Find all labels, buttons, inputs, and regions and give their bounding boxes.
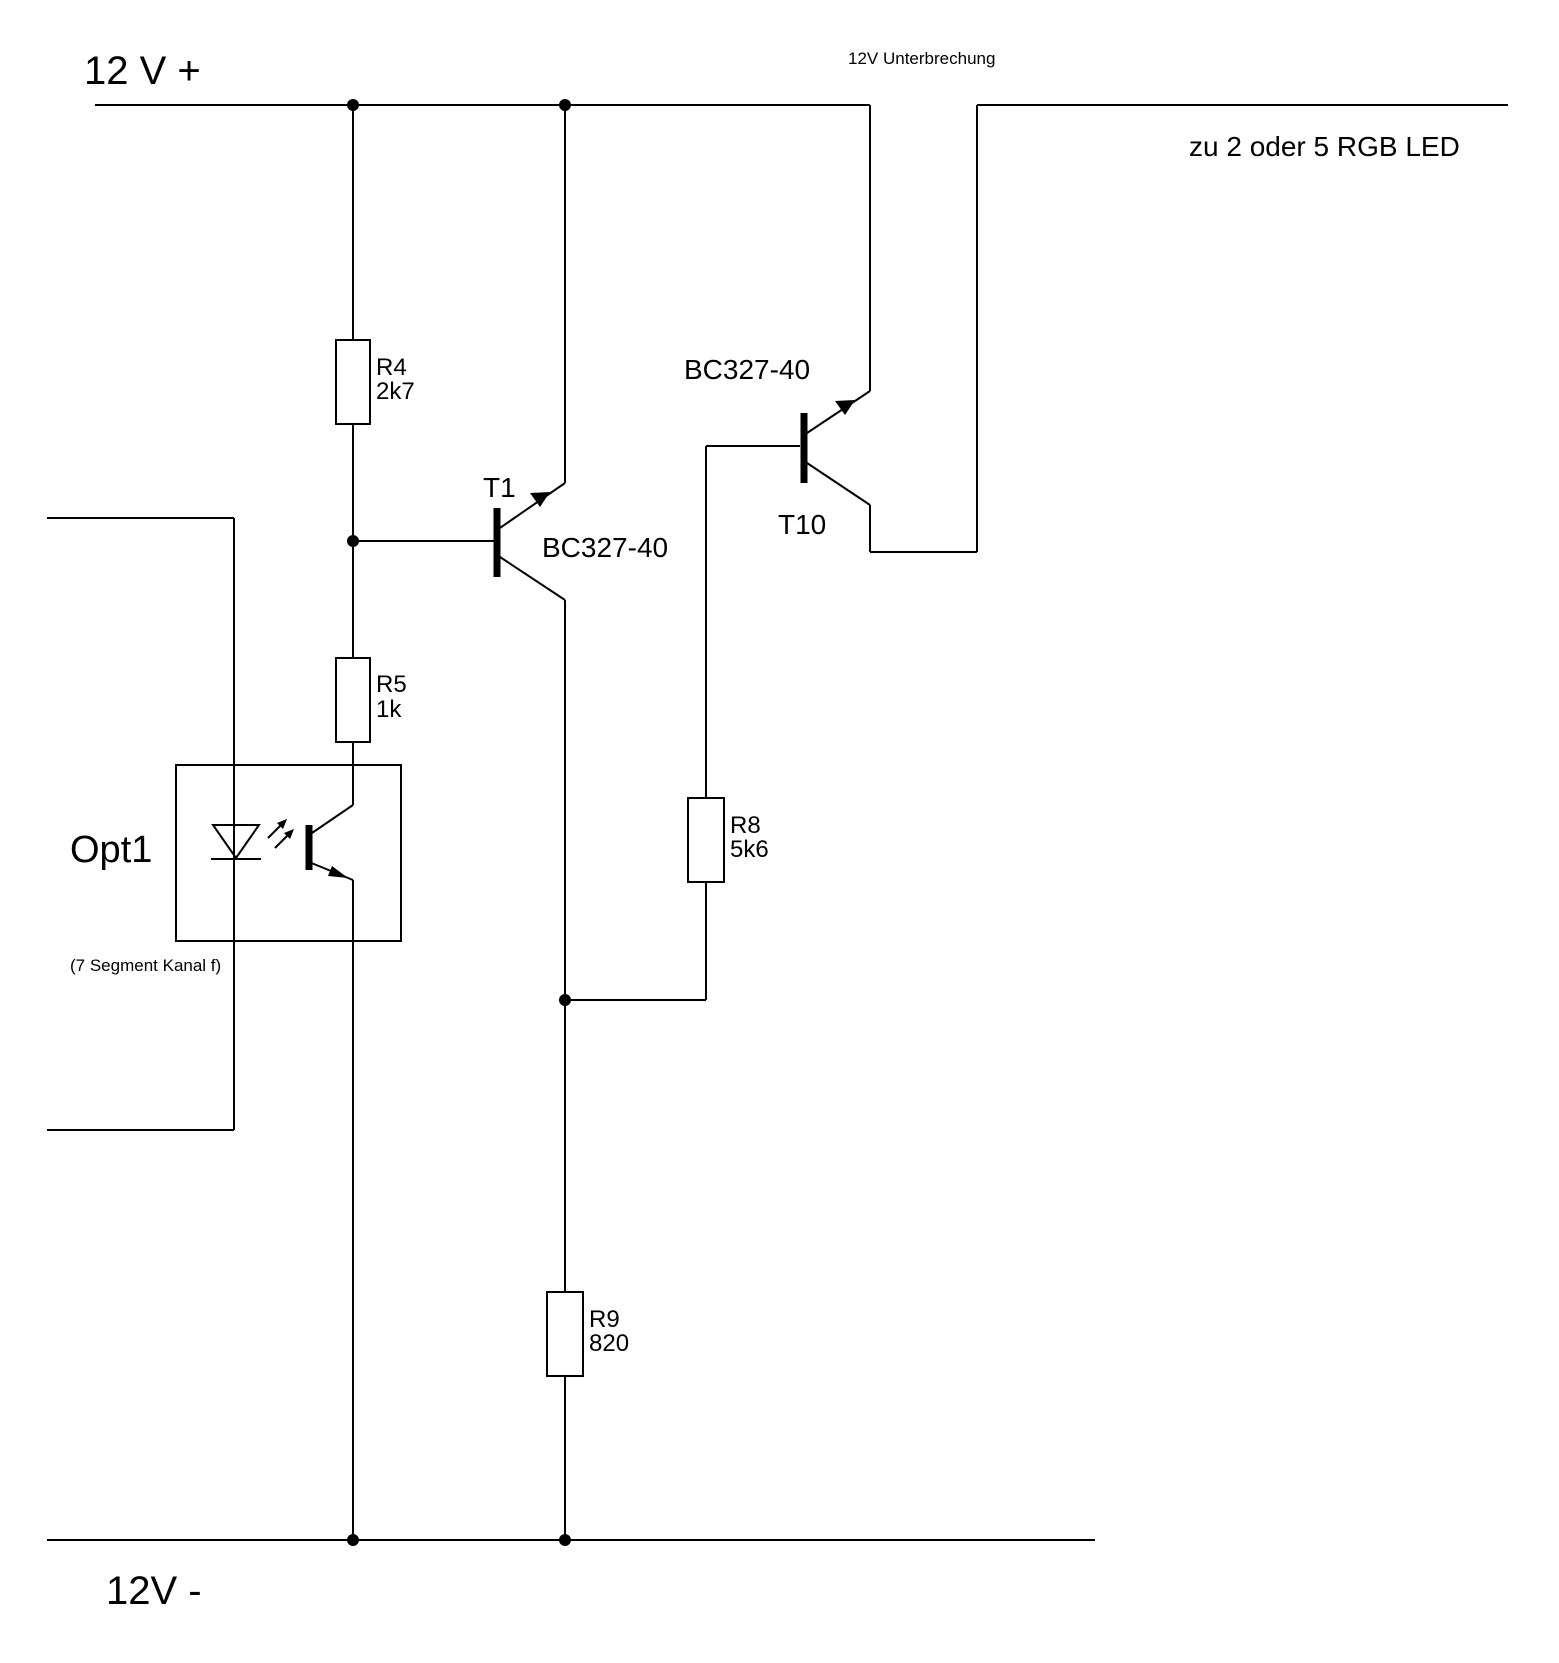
transistor-t10: BC327-40 T10	[684, 354, 871, 540]
t1-type: BC327-40	[542, 532, 668, 563]
positive-rail-label: 12 V +	[84, 49, 201, 93]
t1-name: T1	[483, 472, 516, 503]
led-icon	[211, 819, 294, 860]
resistor-r8: R8 5k6	[687, 797, 769, 883]
r4-value: 2k7	[376, 378, 415, 405]
junction-dots	[347, 99, 571, 1546]
transistor-t1: T1 BC327-40	[483, 472, 668, 601]
r4-name: R4	[376, 354, 407, 381]
negative-rail-label: 12V -	[106, 1569, 202, 1613]
t10-type: BC327-40	[684, 354, 810, 385]
junction-dot	[559, 99, 571, 111]
junction-dot	[347, 535, 359, 547]
optocoupler-note: (7 Segment Kanal f)	[70, 956, 221, 975]
r5-name: R5	[376, 671, 407, 698]
junction-dot	[347, 1534, 359, 1546]
junction-dot	[347, 99, 359, 111]
r9-value: 820	[589, 1330, 629, 1357]
interruption-label: 12V Unterbrechung	[848, 49, 995, 68]
r8-wires	[705, 445, 800, 1000]
load-label: zu 2 oder 5 RGB LED	[1189, 131, 1460, 162]
optocoupler-opt1	[175, 764, 402, 942]
r9-name: R9	[589, 1306, 620, 1333]
r4-r5-column-wires	[352, 105, 495, 1540]
phototransistor-icon	[305, 804, 354, 881]
t10-name: T10	[778, 509, 826, 540]
resistor-r9: R9 820	[546, 1291, 629, 1377]
r8-value: 5k6	[730, 836, 769, 863]
resistor-r5: R5 1k	[335, 657, 407, 743]
optocoupler-box	[175, 764, 402, 942]
t1-column-wires	[564, 105, 706, 1540]
junction-dot	[559, 994, 571, 1006]
r5-value: 1k	[376, 696, 402, 723]
r8-name: R8	[730, 812, 761, 839]
optocoupler-label: Opt1	[70, 829, 152, 871]
resistor-r4: R4 2k7	[335, 339, 415, 425]
junction-dot	[559, 1534, 571, 1546]
input-wires	[47, 517, 235, 1131]
t10-wires	[869, 105, 978, 553]
